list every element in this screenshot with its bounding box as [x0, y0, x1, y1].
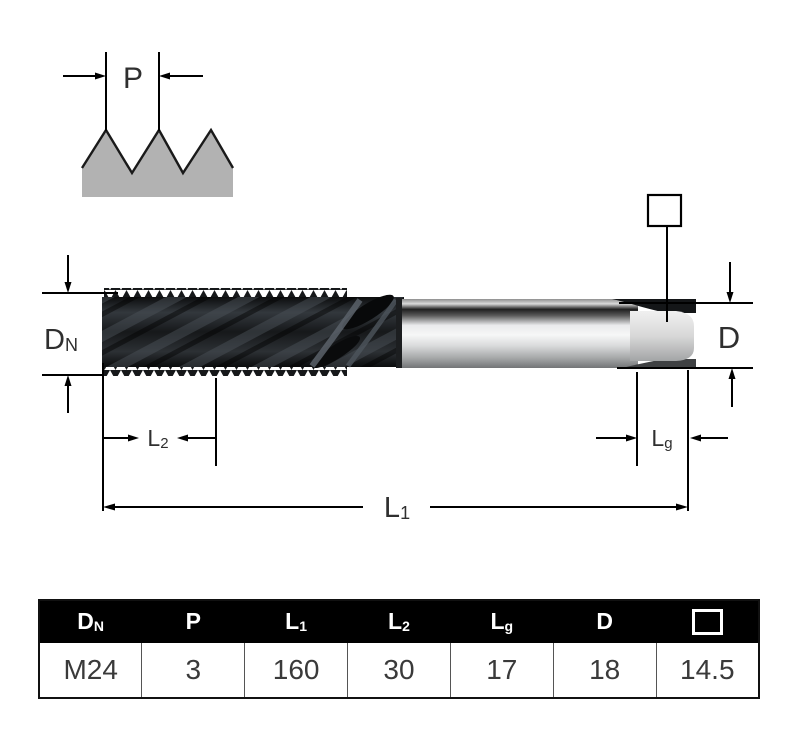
pitch-arrow-left: [63, 72, 106, 80]
tool-shank: [402, 299, 638, 368]
square-outline-icon: [691, 609, 723, 636]
thread-teeth-top: [104, 288, 347, 298]
dim-dn: DN: [42, 255, 118, 413]
dim-l1: L1: [103, 492, 688, 524]
cell-l2: 30: [347, 642, 451, 699]
tool-seam: [396, 298, 403, 368]
col-header-square: [655, 599, 760, 643]
d-label: D: [718, 320, 740, 355]
square-neck-bottom: [622, 359, 696, 368]
thread-teeth-bottom: [104, 366, 347, 376]
technical-drawing: P DN: [42, 52, 753, 524]
square-drive-symbol: [646, 193, 683, 322]
tool-flute-texture: [102, 297, 404, 367]
lg-label: Lg: [651, 425, 672, 452]
dim-lg: Lg: [596, 425, 728, 452]
thread-profile-diagram: P: [63, 52, 235, 197]
col-header-l1: L1: [244, 599, 349, 643]
dimension-annotations: DN D L2: [42, 193, 753, 524]
dim-l2: L2: [103, 425, 216, 452]
dim-d: D: [617, 262, 753, 407]
cell-p: 3: [141, 642, 246, 699]
col-header-p: P: [141, 599, 246, 643]
col-header-dn: DN: [38, 599, 143, 643]
flute-groove: [342, 294, 394, 330]
flute-groove: [311, 336, 361, 368]
dn-label: DN: [44, 324, 78, 356]
thread-profile-shape: [82, 130, 233, 197]
col-header-d: D: [552, 599, 657, 643]
col-header-l2: L2: [347, 599, 451, 643]
tap-tool-illustration: [102, 288, 696, 376]
spec-table-header: DN P L1 L2 Lg D: [38, 599, 760, 643]
cell-dn: M24: [38, 642, 143, 699]
table-row: M24 3 160 30 17 18 14.5: [38, 642, 760, 699]
cell-lg: 17: [449, 642, 554, 699]
pitch-label: P: [123, 62, 143, 95]
flute-highlight: [309, 298, 363, 368]
square-drive-face: [630, 311, 694, 361]
pitch-arrow-right: [159, 72, 203, 80]
col-header-lg: Lg: [449, 599, 554, 643]
spec-table: DN P L1 L2 Lg D M24 3 160 30 17 18 14.5: [38, 599, 760, 699]
l1-label: L1: [384, 492, 410, 524]
cell-d: 18: [552, 642, 657, 699]
cell-square: 14.5: [655, 642, 760, 699]
l2-label: L2: [147, 425, 168, 452]
spec-table-body: M24 3 160 30 17 18 14.5: [38, 642, 760, 699]
cell-l1: 160: [244, 642, 349, 699]
flute-highlight: [345, 298, 399, 368]
header-row: DN P L1 L2 Lg D: [38, 599, 760, 643]
